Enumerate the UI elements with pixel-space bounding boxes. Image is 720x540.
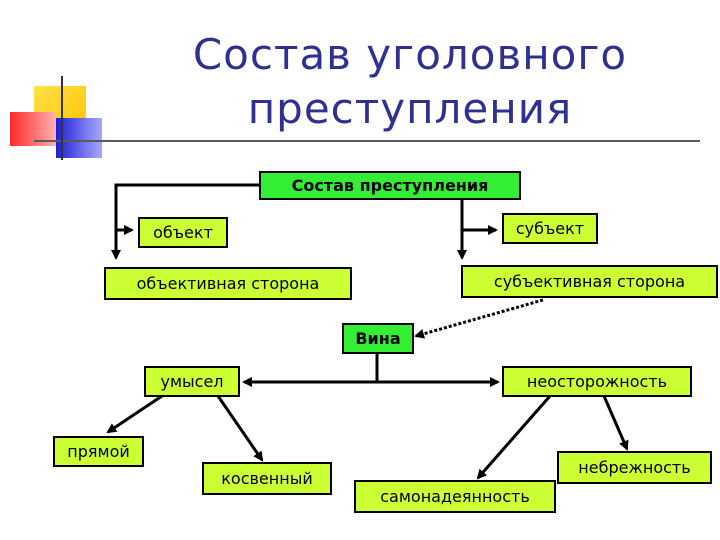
node-objective-side: объективная сторона xyxy=(104,267,352,300)
link-to-carelessness xyxy=(602,395,629,451)
title-line-1: Состав уголовного xyxy=(192,30,628,79)
link-to-indirect xyxy=(216,395,264,462)
link-to-direct xyxy=(106,394,163,434)
node-intent: умысел xyxy=(144,366,240,397)
decorative-squares xyxy=(10,76,700,160)
blue-square xyxy=(56,118,102,158)
node-subject: субъект xyxy=(502,213,598,244)
node-negligence-general: неосторожность xyxy=(502,366,692,397)
node-subjective-side: субъективная сторона xyxy=(461,265,718,298)
link-to-overconfidence xyxy=(476,395,552,480)
node-root: Состав преступления xyxy=(259,171,521,200)
slide-title: Состав уголовного преступления xyxy=(130,28,690,136)
link-subjective-to-guilt xyxy=(414,298,544,339)
node-indirect: косвенный xyxy=(202,462,332,495)
title-line-2: преступления xyxy=(247,84,573,133)
node-overconfidence: самонадеянность xyxy=(354,480,556,513)
node-object: объект xyxy=(138,217,228,248)
node-guilt: Вина xyxy=(342,323,414,354)
node-carelessness: небрежность xyxy=(557,451,712,484)
node-direct: прямой xyxy=(53,436,144,467)
link-root-left xyxy=(111,183,259,260)
